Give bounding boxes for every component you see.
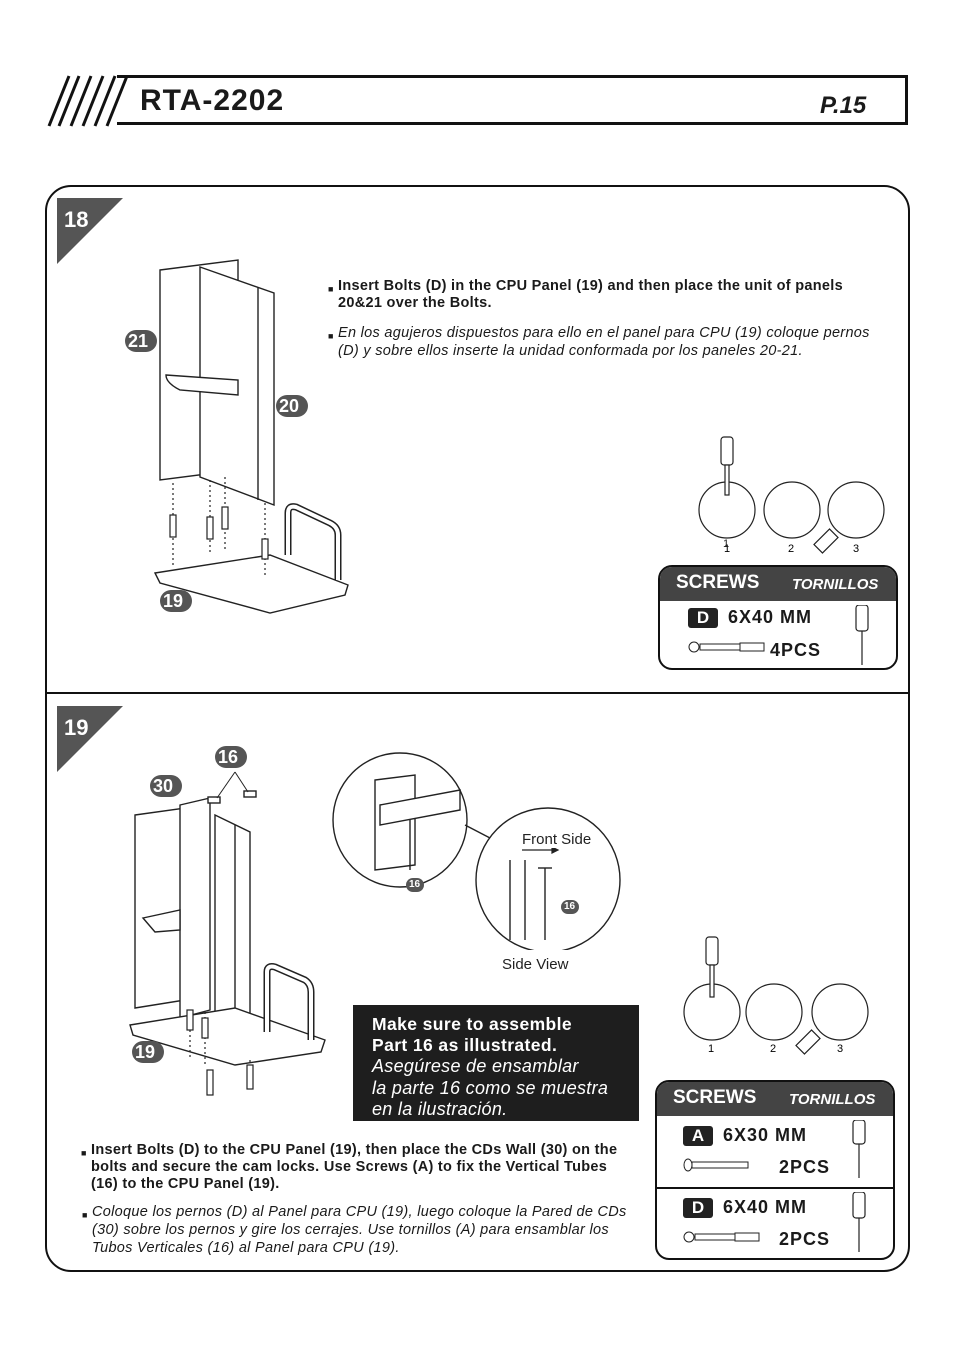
svg-text:2: 2 [770,1043,776,1055]
screws-header: SCREWS TORNILLOS [657,1082,893,1116]
detail-16-label-b: 16 [564,901,576,912]
step-18-tool-sequence: 1 2 3 [698,436,885,555]
part-19-badge [160,590,192,612]
page-number: P.15 [820,92,867,119]
note-es-line3: en la ilustración. [372,1099,508,1119]
screws-divider [657,1187,893,1189]
assembly-note-box: Make sure to assemble Part 16 as illustr… [353,1005,639,1121]
note-es-line2: la parte 16 como se muestra [372,1078,609,1098]
model-title: RTA-2202 [140,84,285,117]
part-21-label: 21 [128,331,149,351]
screws-title: SCREWS [676,572,760,593]
screwdriver-icon [852,1120,866,1178]
part-21-badge [125,330,157,352]
step-19-number: 19 [64,715,89,740]
step-19-tool-sequence: 1 2 3 [683,936,869,1055]
hardware-qty-d: 2PCS [779,1229,831,1249]
detail-16-badge-a [406,878,424,892]
hardware-size: 6X40 MM [728,607,813,627]
screws-title-es: TORNILLOS [789,1091,876,1108]
front-side-label: Front Side [522,831,592,848]
main-frame [45,185,910,1272]
detail-views [332,752,621,950]
hardware-letter-d: D [688,608,718,628]
header-bar [117,75,908,125]
step-18-instruction-en: Insert Bolts (D) in the CPU Panel (19) a… [328,278,878,312]
screwdriver-icon [855,605,869,665]
note-es-line1: Asegúrese de ensamblar [372,1056,579,1076]
hardware-size-a: 6X30 MM [723,1125,808,1145]
step-19-screws-box: SCREWS TORNILLOS A 6X30 MM 2PCS D 6X40 M… [655,1080,895,1260]
step-18-illustration [153,259,349,614]
hardware-letter-a: A [683,1126,713,1146]
part-16-badge [215,746,247,768]
step-19-instruction-en: Insert Bolts (D) to the CPU Panel (19), … [81,1142,636,1193]
step-19-illustration [129,771,326,1096]
note-en-line1: Make sure to assemble [372,1014,573,1034]
hardware-qty-a: 2PCS [779,1157,831,1177]
step-18-seq-1: 1 [723,538,730,550]
part-16-label: 16 [218,747,239,767]
part-30-label: 30 [153,776,174,796]
step-divider [45,692,910,694]
screw-a-icon [683,1158,749,1172]
bolt-d-icon [683,1231,760,1243]
step-18-instruction-es: En los agujeros dispuestos para ello en … [328,324,893,360]
part-19-label: 19 [163,591,184,611]
bolt-d-icon [688,641,765,653]
header-stripes [47,75,129,127]
screws-title-es: TORNILLOS [792,576,879,593]
note-en-line2: Part 16 as illustrated. [372,1035,558,1055]
hardware-qty: 4PCS [770,640,822,660]
hardware-size-d: 6X40 MM [723,1197,808,1217]
step-18-number: 18 [64,207,89,232]
step-18-screws-box: SCREWS TORNILLOS D 6X40 MM 4PCS [658,565,898,670]
part-30-badge [150,775,182,797]
part-19-badge [132,1041,164,1063]
step-19-instruction-es: Coloque los pernos (D) al Panel para CPU… [82,1203,644,1257]
part-20-label: 20 [279,396,300,416]
screwdriver-icon [852,1192,866,1252]
side-view-label: Side View [502,956,569,973]
part-19-label: 19 [135,1042,156,1062]
svg-text:3: 3 [837,1043,843,1055]
step-18-badge-shape [57,198,123,264]
step-19-badge-shape [57,706,123,772]
svg-text:2: 2 [788,543,794,555]
screws-header: SCREWS TORNILLOS [660,567,896,601]
part-20-badge [276,395,308,417]
svg-text:3: 3 [853,543,859,555]
hardware-letter-d: D [683,1198,713,1218]
detail-16-badge-b [561,900,579,914]
screws-title: SCREWS [673,1087,757,1108]
detail-16-label-a: 16 [409,879,421,890]
svg-text:1: 1 [724,543,730,555]
svg-text:1: 1 [708,1043,714,1055]
